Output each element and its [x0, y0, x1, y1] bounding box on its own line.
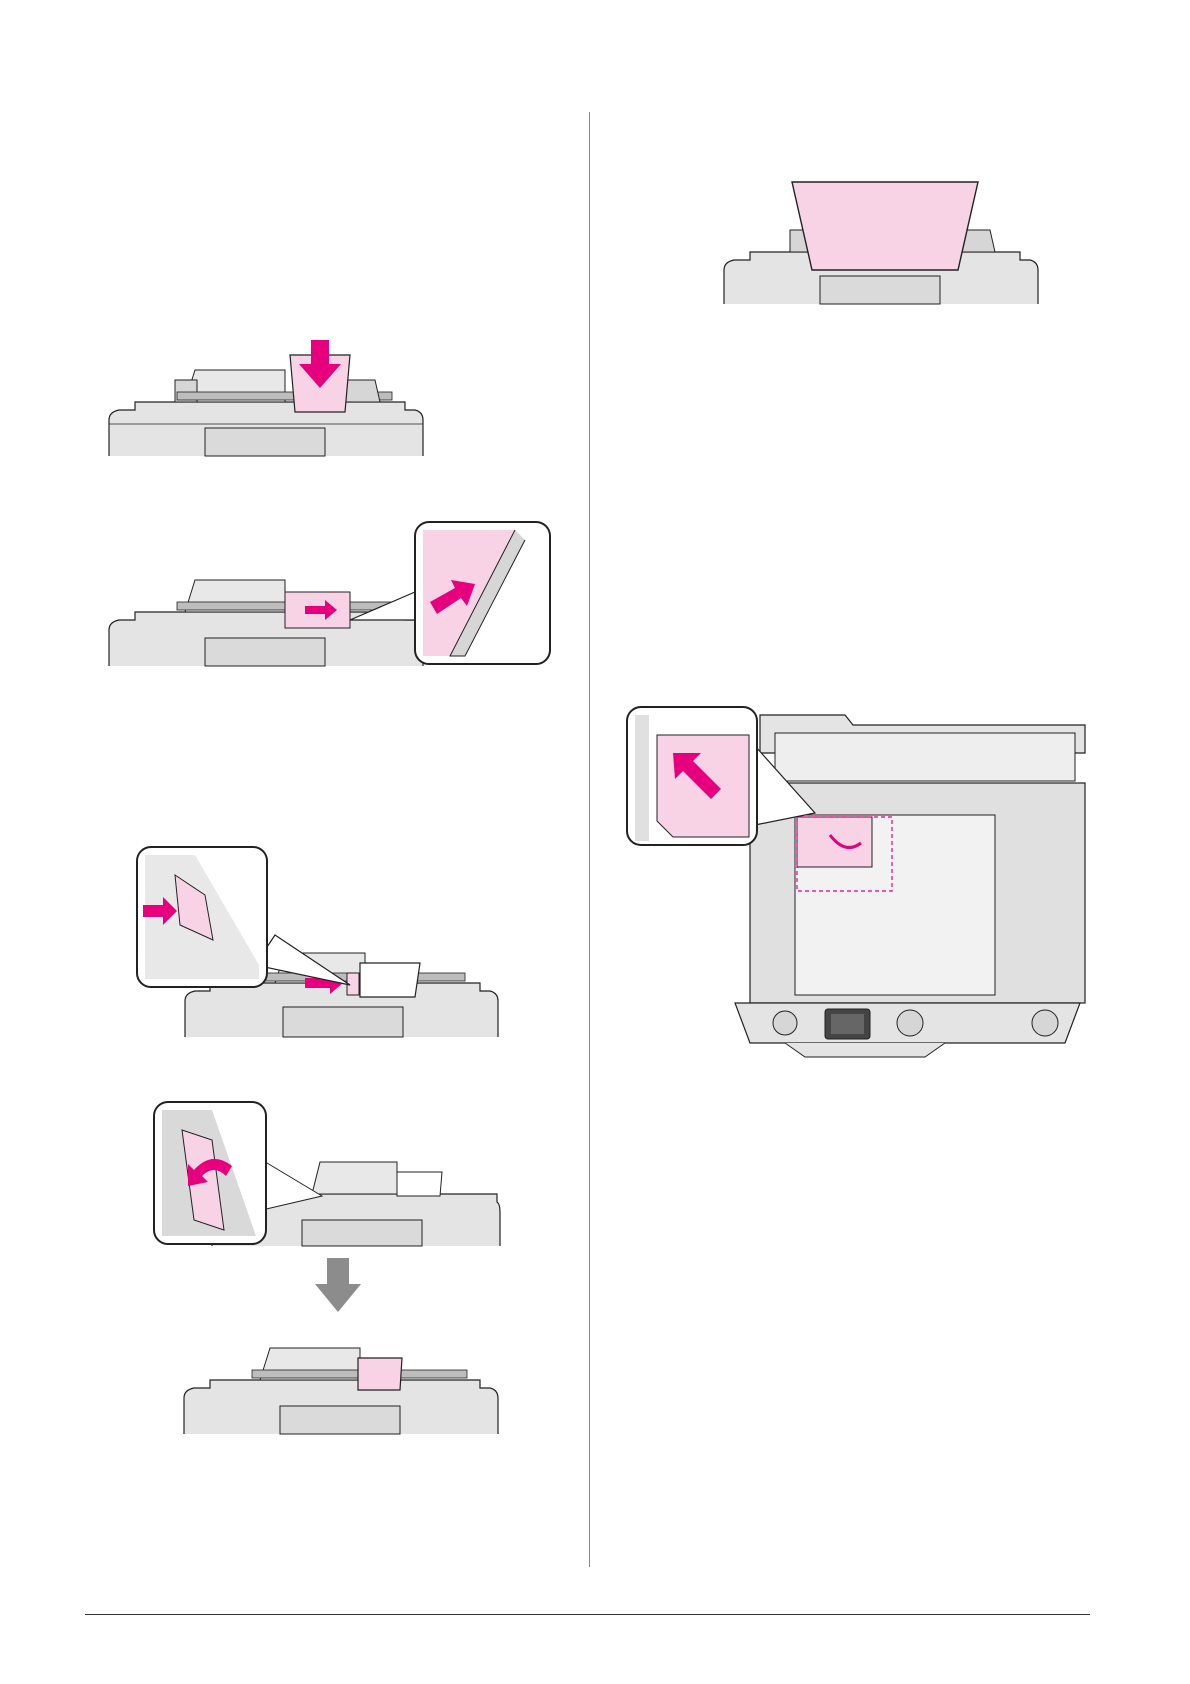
control-panel: [735, 1003, 1080, 1057]
zoom-callout: [154, 1102, 266, 1244]
paper-sheet: [397, 1172, 442, 1196]
figure-scanner-glass: [625, 705, 1095, 1060]
figure-paper-loaded: [180, 1318, 500, 1438]
paper-sheet: [358, 1358, 402, 1390]
zoom-callout: [415, 522, 550, 664]
figure-edge-guide: [105, 520, 555, 670]
scanner-lid: [760, 715, 1085, 781]
printer-body: [184, 1348, 498, 1434]
figure-paper-guide: [135, 845, 505, 1040]
footer-rule: [85, 1614, 1090, 1615]
figure-load-paper: [105, 340, 425, 460]
figure-tall-paper: [720, 178, 1040, 308]
zoom-callout: [627, 707, 757, 845]
down-arrow-icon: [315, 1258, 361, 1312]
paper-sheet: [792, 182, 978, 270]
figure-feeder-guard: [152, 1100, 502, 1250]
printer-body: [109, 580, 423, 666]
column-divider: [589, 112, 590, 1567]
printer-body: [109, 370, 423, 456]
zoom-callout: [137, 847, 267, 987]
paper-sheet: [360, 963, 420, 997]
